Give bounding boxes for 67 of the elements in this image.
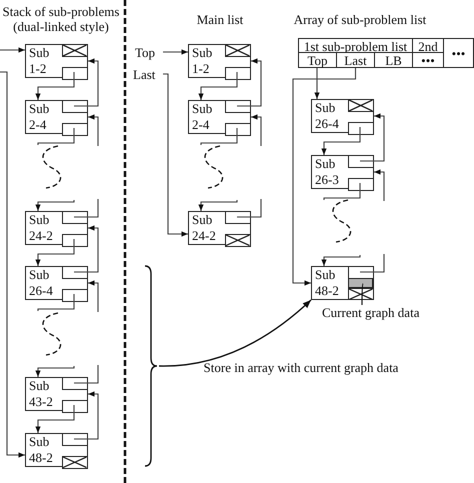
pointer-arrow xyxy=(74,58,99,107)
annotation-text: Current graph data xyxy=(322,305,420,320)
pointer-arrow xyxy=(74,225,99,273)
pointer-arrow xyxy=(74,365,99,384)
pointer-arrow xyxy=(237,58,262,107)
node-label: Sub 48-2 xyxy=(29,434,54,466)
pointer-arrow xyxy=(88,114,99,146)
graph-data-slot xyxy=(348,278,373,288)
node-label: Sub 43-2 xyxy=(29,378,54,410)
list-node-box xyxy=(311,155,374,189)
table-cell: Last xyxy=(336,52,375,68)
node-label: Sub 2-4 xyxy=(192,101,214,133)
pointer-arrow xyxy=(88,280,99,312)
list-node-box xyxy=(25,211,88,245)
annotation-text: Store in array with current graph data xyxy=(202,360,400,375)
pointer-arrow xyxy=(198,72,238,100)
pointer-arrow xyxy=(163,73,188,237)
list-node-box xyxy=(188,100,251,134)
pointer-label: Last xyxy=(133,67,156,82)
pointer-arrow xyxy=(237,199,262,218)
curved-arrow xyxy=(159,299,312,367)
section-heading: Stack of sub-problems (dual-linked style) xyxy=(2,4,120,34)
list-node-box xyxy=(188,44,251,78)
pointer-arrow xyxy=(0,47,25,53)
node-label: Sub 26-4 xyxy=(315,100,340,132)
list-node-box xyxy=(311,99,374,133)
pointer-arrow xyxy=(0,71,25,458)
pointer-arrow xyxy=(321,255,361,266)
list-node-box xyxy=(25,100,88,134)
node-label: Sub 26-3 xyxy=(315,156,340,188)
pointer-label: Top xyxy=(135,45,156,60)
pointer-arrow xyxy=(74,199,99,218)
pointer-arrow xyxy=(35,405,75,433)
list-node-box xyxy=(25,266,88,300)
table-cell: Top xyxy=(298,52,337,68)
node-label: Sub 24-2 xyxy=(192,212,217,244)
list-node-box xyxy=(25,377,88,411)
header-cell: 2nd xyxy=(412,38,444,53)
pointer-arrow xyxy=(35,72,75,100)
header-cell: ••• xyxy=(443,38,474,68)
pointer-arrow xyxy=(35,366,75,377)
leader-line xyxy=(361,283,364,305)
node-label: Sub 1-2 xyxy=(29,45,50,77)
pointer-arrow xyxy=(74,391,99,440)
pointer-arrow xyxy=(292,68,356,286)
pointer-arrow xyxy=(163,49,188,55)
node-label: Sub 24-2 xyxy=(29,212,54,244)
pointer-arrow xyxy=(321,127,361,155)
pointer-arrow xyxy=(251,114,262,146)
node-label: Sub 48-2 xyxy=(315,267,340,299)
list-node-box xyxy=(25,433,88,467)
pointer-arrow xyxy=(35,239,75,266)
node-label: Sub 26-4 xyxy=(29,267,54,299)
pointer-arrow xyxy=(198,200,238,211)
list-node-box xyxy=(25,44,88,78)
section-heading: Array of sub-problem list xyxy=(292,12,428,27)
node-label: Sub 1-2 xyxy=(192,45,214,77)
section-heading: Main list xyxy=(196,12,244,27)
pointer-arrow xyxy=(360,113,385,162)
pointer-arrow xyxy=(374,169,385,201)
list-node-box xyxy=(311,266,374,300)
list-node-box xyxy=(188,211,251,245)
pointer-arrow xyxy=(314,68,320,99)
pointer-arrow xyxy=(360,254,385,273)
header-cell: 1st sub-problem list xyxy=(298,38,413,53)
pointer-arrow xyxy=(35,200,75,211)
node-label: Sub 2-4 xyxy=(29,101,50,133)
